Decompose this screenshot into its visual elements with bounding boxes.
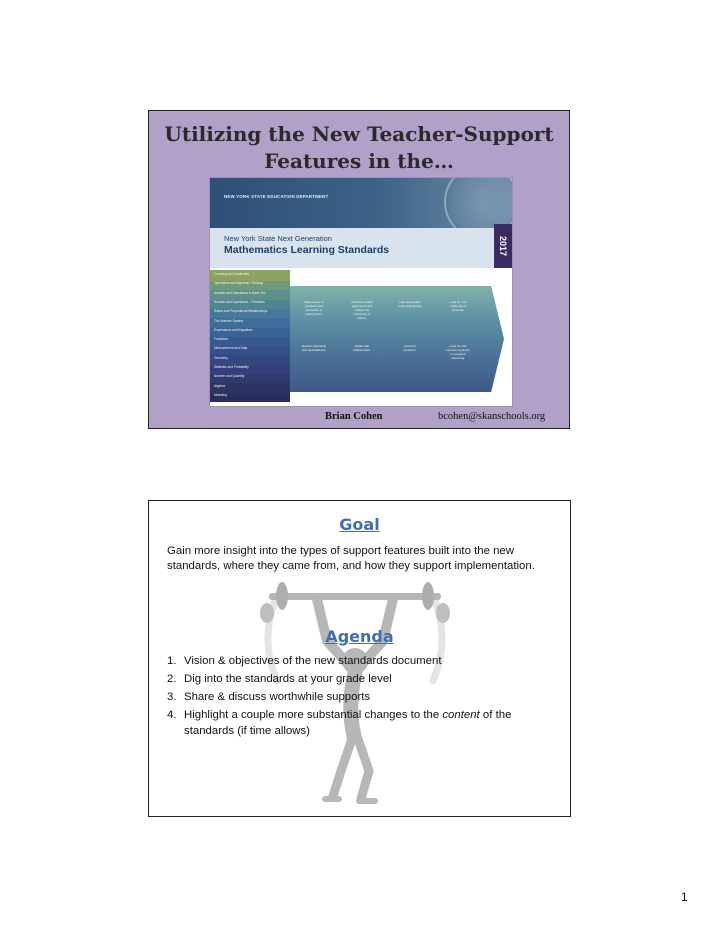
cover-domain-label: Statistics and Probability [214,365,249,369]
agenda-item-text: Vision & objectives of the new standards… [184,655,442,667]
cover-domain-label: Expressions and Equations [214,327,253,332]
cover-year-tab: 2017 [494,224,512,268]
cover-domain-row: Algebra [210,381,290,393]
agenda-item-number: 4. [167,709,177,722]
cover-practice-label: Look for and make use of structure. [449,300,467,312]
cover-domain-row: Geometry [210,353,290,365]
agenda-item: 1. Vision & objectives of the new standar… [167,654,562,670]
cover-domain-row: The Number System [210,316,290,328]
slide-title: Utilizing the New Teacher-Support Featur… [149,121,569,175]
cover-domain-row: Modeling [210,390,290,402]
cover-domain-label: Number and Operations in Base Ten [214,290,266,295]
cover-subtitle: New York State Next Generation [224,234,332,243]
cover-practice-label: Use appropriate tools strategically. [398,300,422,308]
agenda-item-text-after: of the standards (if time allows) [184,709,512,737]
author-email: bcohen@skanschools.org [438,411,546,422]
cover-practice-label: Model with mathematics. [353,344,371,352]
cover-domain-rows: Modeling Algebra Number and Quantity Statis… [210,270,512,406]
cover-domain-row: Ratios and Proportional Relationships [210,307,290,319]
cover-practice-label: Attend to precision. [403,344,417,352]
cover-domain-label: Measurement and Data [214,346,248,351]
cover-domain-label: Number and Quantity [214,374,245,379]
cover-practice-label: Look for and express regularity in repea… [446,344,470,360]
goal-text: Gain more insight into the types of supp… [167,545,535,573]
agenda-item: 3. Share & discuss worthwhile supports [167,690,562,706]
agenda-item: 2. Dig into the standards at your grade l… [167,672,562,688]
cover-domain-label: Functions [214,337,228,342]
cover-practice-label: Make sense of problems and persevere in … [304,300,324,316]
agenda-item-text-emphasis: content [442,709,480,722]
cover-domain-row: Number and Quantity [210,372,290,384]
cover-department: NEW YORK STATE EDUCATION DEPARTMENT [224,194,329,199]
agenda-item-text: Dig into the standards at your grade lev… [184,673,392,686]
cover-title-band [210,228,512,268]
page-number: 1 [681,890,688,904]
cover-domain-row: Operations and Algebraic Thinking [210,279,290,291]
cover-domain-row: Statistics and Probability [210,363,290,374]
cover-practice-label: Reason abstractly and quantitatively. [302,344,327,352]
agenda-item: 4. Highlight a couple more substantial ch… [167,708,562,739]
cover-domain-label: Modeling [214,392,227,397]
weightlifter-icon [260,582,450,804]
cover-domain-row: Number and Operations – Fractions [210,297,290,309]
title-slide: Utilizing the New Teacher-Support Featur… [148,110,570,429]
standards-cover-image: NEW YORK STATE EDUCATION DEPARTMENT New … [209,177,513,407]
cover-domain-row: Measurement and Data [210,344,290,356]
cover-domain-label: Ratios and Proportional Relationships [214,309,268,314]
cover-domain-label: Algebra [214,383,225,388]
author-name: Brian Cohen [325,411,383,422]
slide-title-line-2: Features in the… [264,149,454,173]
slide-title-line-1: Utilizing the New Teacher-Support [164,122,554,146]
cover-year: 2017 [498,235,508,257]
practices-arrow: Make sense of problems and persevere in … [290,286,504,392]
agenda-item-number: 2. [167,673,177,686]
cover-main-title: Mathematics Learning Standards [224,244,390,256]
goal-agenda-slide: Goal Gain more insight into the types of… [148,500,571,817]
agenda-item-number: 3. [167,691,177,704]
agenda-item-text-before: Highlight a couple more substantial chan… [184,709,443,722]
cover-domain-label: Counting and Cardinality [214,272,249,276]
goal-heading: Goal [339,515,380,534]
agenda-item-text: Share & discuss worthwhile supports [184,691,371,704]
cover-domain-row: Counting and Cardinality [210,270,290,281]
agenda-heading: Agenda [325,627,394,646]
cover-domain-label: The Number System [214,318,244,323]
cover-domain-label: Operations and Algebraic Thinking [214,281,263,286]
agenda-item-number: 1. [167,655,177,667]
cover-domain-label: Number and Operations – Fractions [214,299,265,304]
cover-domain-label: Geometry [214,355,228,360]
cover-domain-row: Functions [210,335,290,347]
cover-practice-label: Construct viable arguments and critique … [351,300,373,320]
cover-domain-row: Number and Operations in Base Ten [210,288,290,300]
cover-domain-row: Expressions and Equations [210,325,290,337]
agenda-list: 1. Vision & objectives of the new standar… [167,654,562,742]
